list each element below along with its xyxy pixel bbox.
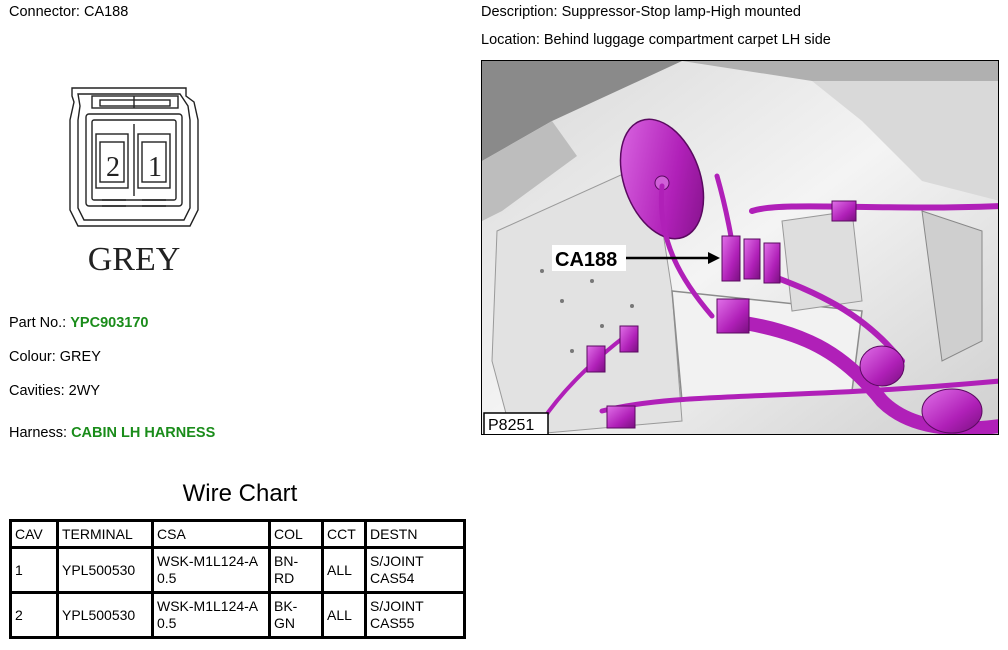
grommet bbox=[859, 345, 905, 387]
part-no-link[interactable]: YPC903170 bbox=[70, 315, 149, 331]
header-cav: CAV bbox=[9, 519, 59, 549]
header-destn: DESTN bbox=[364, 519, 466, 549]
cell-cct: ALL bbox=[321, 546, 367, 594]
drawing-colour-text: GREY bbox=[88, 241, 181, 278]
wire-chart-table: CAV TERMINAL CSA COL CCT DESTN 1 YPL5005… bbox=[9, 519, 466, 639]
colour-line: Colour: GREY bbox=[9, 349, 101, 365]
colour-value: GREY bbox=[59, 349, 101, 365]
harness-line: Harness: CABIN LH HARNESS bbox=[9, 425, 215, 441]
connector-block bbox=[586, 345, 606, 373]
cell-csa: WSK-M1L124-A 0.5 bbox=[151, 591, 271, 639]
harness-label: Harness: bbox=[9, 425, 68, 441]
connector-outline-svg: 2 1 GREY bbox=[69, 87, 199, 278]
body-shape bbox=[921, 210, 983, 362]
connector-block bbox=[619, 325, 639, 353]
figure-code: P8251 bbox=[488, 417, 534, 434]
connector-face-drawing: 2 1 GREY bbox=[62, 80, 206, 280]
connector-block bbox=[743, 238, 761, 280]
connector-block bbox=[716, 298, 750, 334]
part-no-label: Part No.: bbox=[9, 315, 67, 331]
body-shape bbox=[482, 121, 577, 221]
cell-col: BN-RD bbox=[268, 546, 324, 594]
cell-cct: ALL bbox=[321, 591, 367, 639]
panel-holes bbox=[540, 269, 634, 353]
cell-terminal: YPL500530 bbox=[56, 591, 154, 639]
connector-block bbox=[831, 200, 857, 222]
body-shape bbox=[682, 61, 998, 81]
header-csa: CSA bbox=[151, 519, 271, 549]
cell-csa: WSK-M1L124-A 0.5 bbox=[151, 546, 271, 594]
location-illustration-svg: CA188 P8251 bbox=[482, 61, 998, 434]
cell-terminal: YPL500530 bbox=[56, 546, 154, 594]
table-row: 2 YPL500530 WSK-M1L124-A 0.5 BK-GN ALL S… bbox=[9, 591, 466, 639]
body-shape bbox=[482, 61, 682, 161]
wire-chart-title: Wire Chart bbox=[182, 480, 298, 507]
callout-label: CA188 bbox=[555, 249, 617, 271]
cavities-value: 2WY bbox=[68, 383, 101, 399]
pin-2-label: 2 bbox=[106, 152, 120, 183]
connector-heading: Connector: CA188 bbox=[9, 4, 128, 20]
description-label: Description: bbox=[481, 4, 558, 20]
cavities-label: Cavities: bbox=[9, 383, 65, 399]
callout-label-bg bbox=[552, 245, 626, 271]
description-value: Suppressor-Stop lamp-High mounted bbox=[561, 4, 801, 20]
location-illustration: CA188 P8251 bbox=[481, 60, 999, 435]
colour-label: Colour: bbox=[9, 349, 56, 365]
cell-cav: 2 bbox=[9, 591, 59, 639]
part-no-line: Part No.: YPC903170 bbox=[9, 315, 148, 331]
pin-1-label: 1 bbox=[148, 152, 162, 183]
body-shape bbox=[671, 290, 863, 402]
location-line: Location: Behind luggage compartment car… bbox=[481, 32, 831, 48]
location-label: Location: bbox=[481, 32, 540, 48]
description-line: Description: Suppressor-Stop lamp-High m… bbox=[481, 4, 801, 20]
header-terminal: TERMINAL bbox=[56, 519, 154, 549]
connector-block bbox=[721, 235, 741, 282]
grommet bbox=[921, 388, 983, 434]
connector-id: CA188 bbox=[83, 4, 129, 20]
connector-block bbox=[763, 242, 781, 284]
header-col: COL bbox=[268, 519, 324, 549]
cell-cav: 1 bbox=[9, 546, 59, 594]
connector-block bbox=[606, 405, 636, 429]
callout-arrow-head bbox=[708, 252, 720, 264]
body-shape bbox=[812, 81, 998, 201]
table-header-row: CAV TERMINAL CSA COL CCT DESTN bbox=[9, 519, 466, 549]
table-row: 1 YPL500530 WSK-M1L124-A 0.5 BN-RD ALL S… bbox=[9, 546, 466, 594]
cell-destn: S/JOINT CAS54 bbox=[364, 546, 466, 594]
connector-label: Connector: bbox=[9, 4, 80, 20]
cell-destn: S/JOINT CAS55 bbox=[364, 591, 466, 639]
cavities-line: Cavities: 2WY bbox=[9, 383, 100, 399]
harness-link[interactable]: CABIN LH HARNESS bbox=[71, 425, 216, 441]
header-cct: CCT bbox=[321, 519, 367, 549]
figure-code-box bbox=[483, 412, 549, 434]
location-value: Behind luggage compartment carpet LH sid… bbox=[543, 32, 831, 48]
cell-col: BK-GN bbox=[268, 591, 324, 639]
